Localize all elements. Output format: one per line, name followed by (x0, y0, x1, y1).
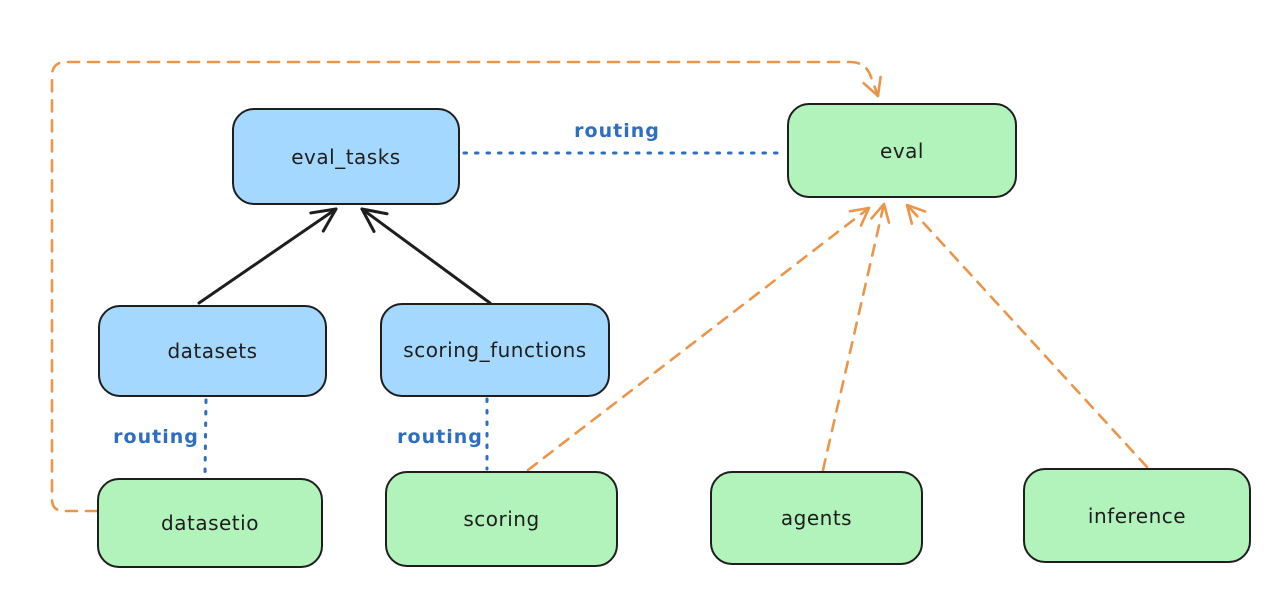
edge-datasetio-to-eval (50, 60, 882, 513)
node-scoring: scoring (385, 471, 618, 567)
node-eval_tasks-label: eval_tasks (291, 144, 401, 169)
edge-datasets-to-eval_tasks (197, 207, 338, 305)
node-inference-label: inference (1087, 503, 1187, 528)
node-scoring_functions: scoring_functions (380, 303, 610, 397)
node-agents: agents (710, 471, 923, 565)
edge-agents-to-eval (821, 202, 891, 472)
edge-label-routing-scoring: routing (397, 426, 483, 448)
edge-label-routing-top: routing (574, 120, 660, 142)
node-eval: eval (787, 103, 1017, 198)
node-datasets-label: datasets (167, 339, 258, 363)
node-datasetio: datasetio (97, 478, 323, 568)
node-scoring_functions-label: scoring_functions (403, 338, 587, 362)
node-scoring-label: scoring (463, 507, 540, 531)
node-eval-label: eval (880, 138, 924, 163)
node-agents-label: agents (780, 506, 853, 530)
node-eval_tasks: eval_tasks (232, 108, 460, 205)
node-datasetio-label: datasetio (161, 511, 259, 535)
edge-datasets-to-datasetio-routing (203, 398, 208, 478)
edge-scoring_functions-to-eval_tasks (360, 207, 492, 305)
node-inference: inference (1023, 468, 1251, 563)
node-datasets: datasets (98, 305, 327, 397)
edge-scoring-to-eval (526, 206, 871, 472)
edge-inference-to-eval (905, 203, 1149, 469)
edge-label-routing-datasets: routing (113, 426, 199, 448)
